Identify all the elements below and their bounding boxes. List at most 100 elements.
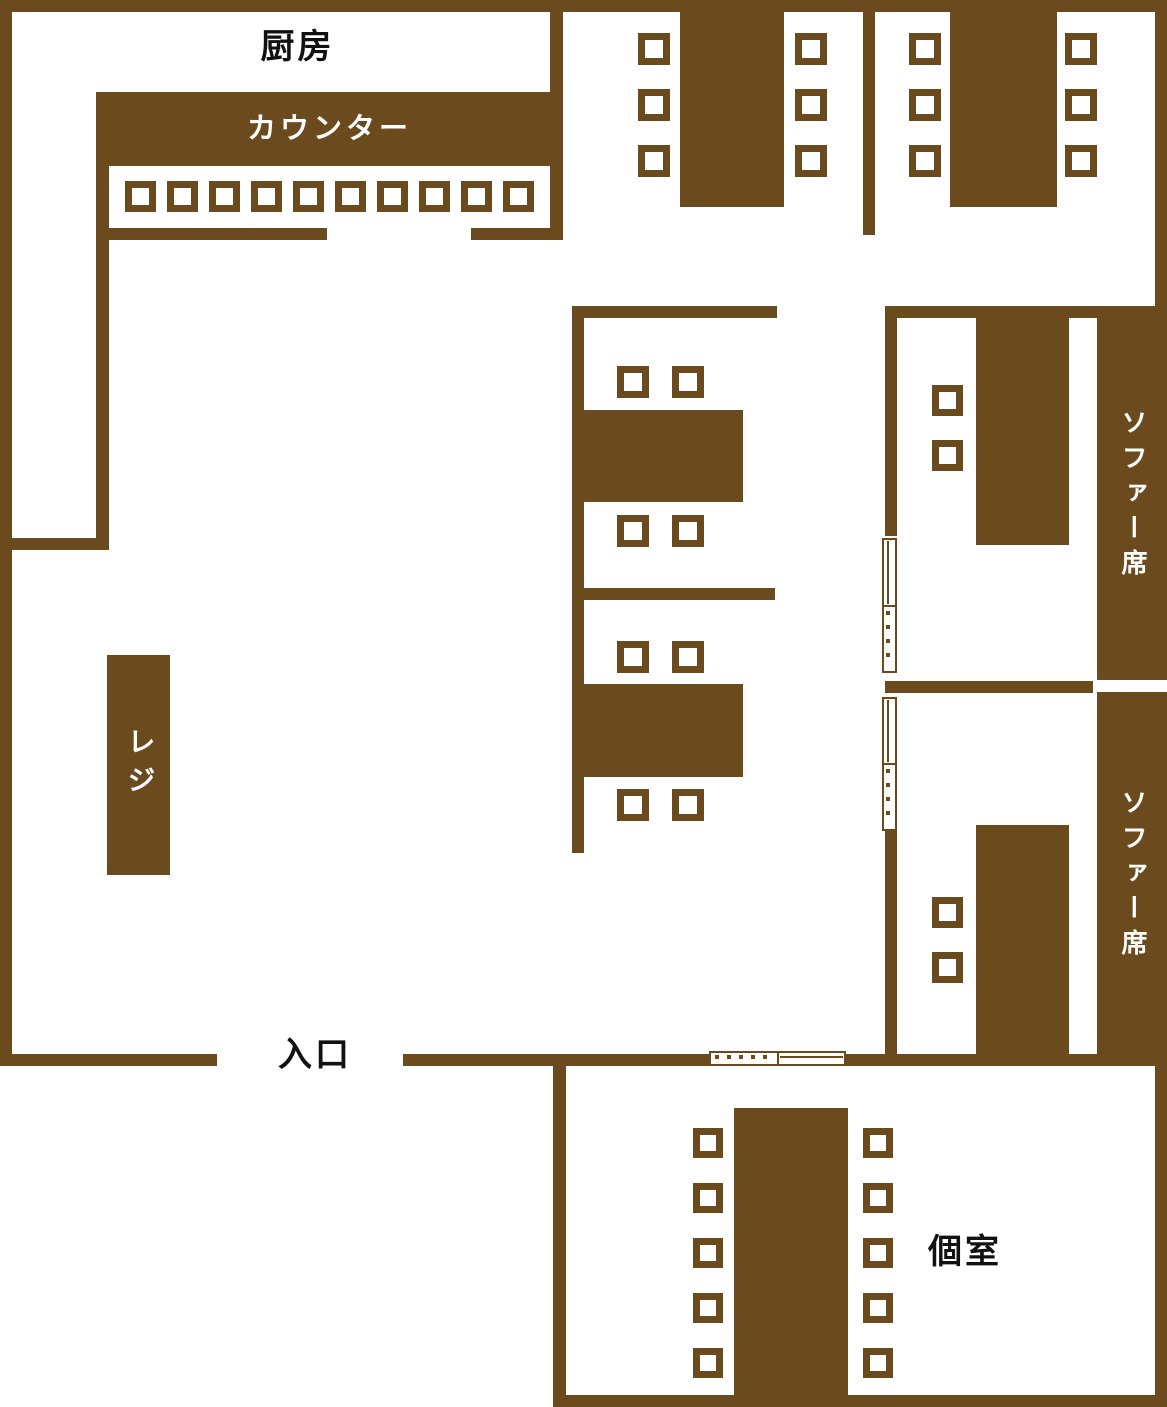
chair xyxy=(795,33,827,65)
register-label-text: レジ xyxy=(123,727,155,803)
door-track-dots xyxy=(886,769,890,825)
sofa-upper-door-track xyxy=(884,604,895,672)
chair xyxy=(335,181,366,212)
sofa-lower-table xyxy=(976,825,1069,1055)
chair xyxy=(932,440,963,471)
sofa-lower-door-track xyxy=(884,763,895,829)
middle-upper-table-seats-bottom xyxy=(617,515,704,547)
private-room-label-text: 個室 xyxy=(928,1234,1002,1271)
wall-sofa-divider xyxy=(885,681,1093,693)
chair xyxy=(251,181,282,212)
chair xyxy=(909,89,941,121)
wall-counter-right-upper xyxy=(550,12,563,92)
kitchen-label: 厨房 xyxy=(225,24,370,72)
chair xyxy=(638,33,670,65)
private-room-table xyxy=(734,1108,848,1402)
counter-label-text: カウンター xyxy=(246,112,412,145)
sofa-upper-door xyxy=(882,538,897,673)
chair xyxy=(503,181,534,212)
wall-middle-divider xyxy=(572,588,775,600)
chair xyxy=(863,1128,893,1158)
wall-bottom-left xyxy=(0,1054,217,1066)
chair xyxy=(617,366,649,398)
private-room-door xyxy=(709,1051,846,1066)
wall-left xyxy=(0,0,12,1066)
wall-private-left xyxy=(553,1054,566,1407)
wall-counter-bottom-right xyxy=(471,228,563,240)
chair xyxy=(693,1183,723,1213)
chair xyxy=(672,789,704,821)
door-track-dots xyxy=(886,610,890,667)
chair xyxy=(617,789,649,821)
kitchen-label-text: 厨房 xyxy=(260,29,335,66)
chair xyxy=(1065,145,1097,177)
chair xyxy=(125,181,156,212)
chair xyxy=(617,641,649,673)
wall-kitchen-bottom xyxy=(0,538,109,550)
chair xyxy=(209,181,240,212)
chair xyxy=(795,145,827,177)
sofa-lower-label: ソファー席 xyxy=(1097,692,1167,1060)
chair xyxy=(863,1238,893,1268)
chair xyxy=(863,1348,893,1378)
sofa-upper-label: ソファー席 xyxy=(1097,312,1167,680)
middle-lower-table-seats-bottom xyxy=(617,789,704,821)
wall-middle-left xyxy=(572,306,584,853)
sofa-lower-bench: ソファー席 xyxy=(1097,692,1167,1060)
door-panel-line xyxy=(887,541,889,604)
chair xyxy=(693,1348,723,1378)
entrance-label: 入口 xyxy=(265,1033,365,1079)
sofa-upper-bench: ソファー席 xyxy=(1097,312,1167,680)
chair xyxy=(1065,89,1097,121)
chair xyxy=(863,1293,893,1323)
private-room-seats-right xyxy=(863,1128,893,1378)
chair xyxy=(795,89,827,121)
door-panel-line xyxy=(887,700,889,762)
private-room-door-panel xyxy=(776,1053,845,1064)
door-track-dots xyxy=(715,1055,773,1059)
top-right-table-seats-left xyxy=(909,33,941,177)
wall-sofa2-left xyxy=(885,831,897,1055)
wall-counter-bottom-left xyxy=(96,228,327,240)
chair xyxy=(293,181,324,212)
chair xyxy=(932,897,963,928)
chair xyxy=(1065,33,1097,65)
register-counter: レジ xyxy=(107,655,170,875)
chair xyxy=(693,1128,723,1158)
private-room-seats-left xyxy=(693,1128,723,1378)
chair xyxy=(863,1183,893,1213)
top-left-table xyxy=(680,12,784,207)
wall-kitchen-inner xyxy=(96,92,109,550)
chair xyxy=(638,89,670,121)
door-panel-line xyxy=(779,1056,843,1058)
top-left-table-seats-left xyxy=(638,33,670,177)
wall-top-tables-divider xyxy=(863,12,875,235)
wall-sofa1-top xyxy=(885,306,1167,318)
chair xyxy=(672,641,704,673)
chair xyxy=(672,515,704,547)
middle-lower-table xyxy=(584,684,743,777)
counter-seats xyxy=(125,181,534,212)
wall-bottom-right xyxy=(846,1054,1167,1066)
wall-counter-right-lower xyxy=(550,166,563,238)
chair xyxy=(693,1293,723,1323)
private-room-door-track xyxy=(711,1053,777,1064)
sofa-upper-seats xyxy=(932,385,963,471)
chair xyxy=(617,515,649,547)
top-right-table xyxy=(950,12,1057,207)
chair xyxy=(932,385,963,416)
sofa-lower-door xyxy=(882,697,897,831)
sofa-upper-door-panel xyxy=(884,540,895,605)
entrance-label-text: 入口 xyxy=(278,1037,352,1074)
private-room-label: 個室 xyxy=(915,1230,1015,1276)
chair xyxy=(461,181,492,212)
sofa-upper-table xyxy=(976,318,1069,545)
wall-right-upper xyxy=(1155,0,1167,312)
chair xyxy=(693,1238,723,1268)
counter-table: カウンター xyxy=(96,92,563,166)
sofa-lower-label-text: ソファー席 xyxy=(1118,788,1147,964)
wall-private-right xyxy=(1155,1054,1167,1407)
wall-private-bottom xyxy=(553,1395,1167,1407)
register-label: レジ xyxy=(107,655,170,875)
